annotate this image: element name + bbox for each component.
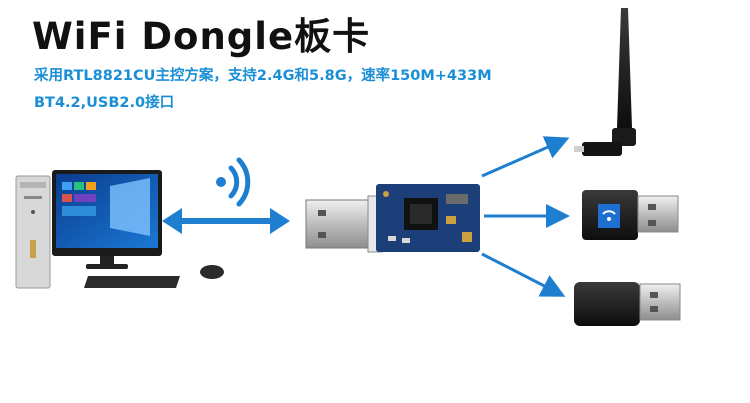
usb-dongle-board-icon bbox=[305, 184, 480, 253]
page-title: WiFi Dongle板卡 bbox=[32, 15, 371, 58]
wifi-nano-adapter-icon bbox=[582, 190, 679, 240]
wifi-signal-icon bbox=[216, 157, 251, 207]
black-usb-adapter-icon bbox=[574, 282, 681, 326]
spec-line-1: 采用RTL8821CU主控方案，支持2.4G和5.8G，速率150M+433M bbox=[34, 68, 492, 84]
spec-line-2: BT4.2,USB2.0接口 bbox=[34, 95, 175, 111]
product-arrows bbox=[481, 136, 570, 297]
bidirectional-arrow-icon bbox=[162, 208, 290, 234]
antenna-wifi-adapter-icon bbox=[574, 8, 636, 156]
desktop-pc-icon bbox=[15, 170, 224, 289]
